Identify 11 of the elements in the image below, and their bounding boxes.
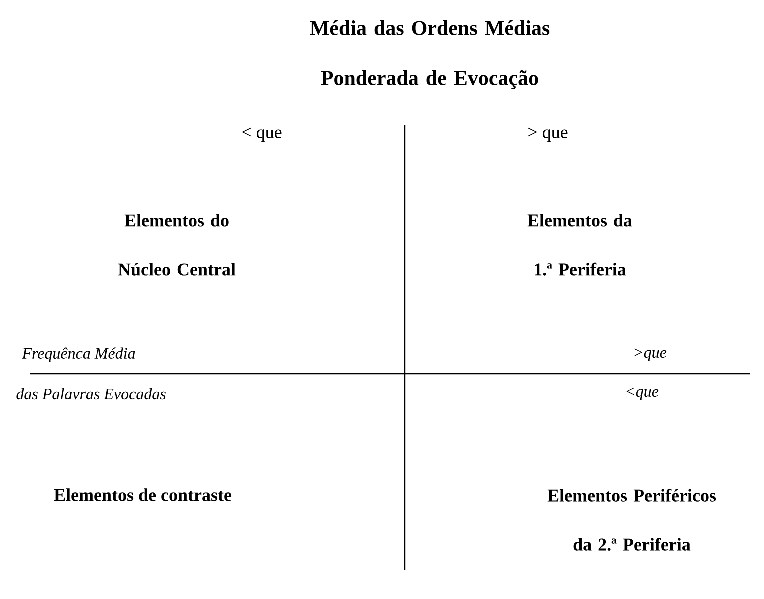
label: Frequênca Média <box>22 348 136 362</box>
label: das Palavras Evocadas <box>16 388 166 400</box>
label: > que <box>528 128 568 142</box>
label: < que <box>242 128 282 142</box>
label: Elementos de contraste <box>54 488 232 502</box>
title: Média das Ordens Médias Ponderada de Evocação <box>310 20 550 90</box>
label: Elementos do Núcleo Central <box>118 214 236 276</box>
label: <que <box>626 388 659 400</box>
label: Elementos Periféricos da 2.ª Periferia <box>548 489 716 551</box>
label: Elementos da 1.ª Periferia <box>528 214 632 276</box>
label: >que <box>634 348 667 362</box>
